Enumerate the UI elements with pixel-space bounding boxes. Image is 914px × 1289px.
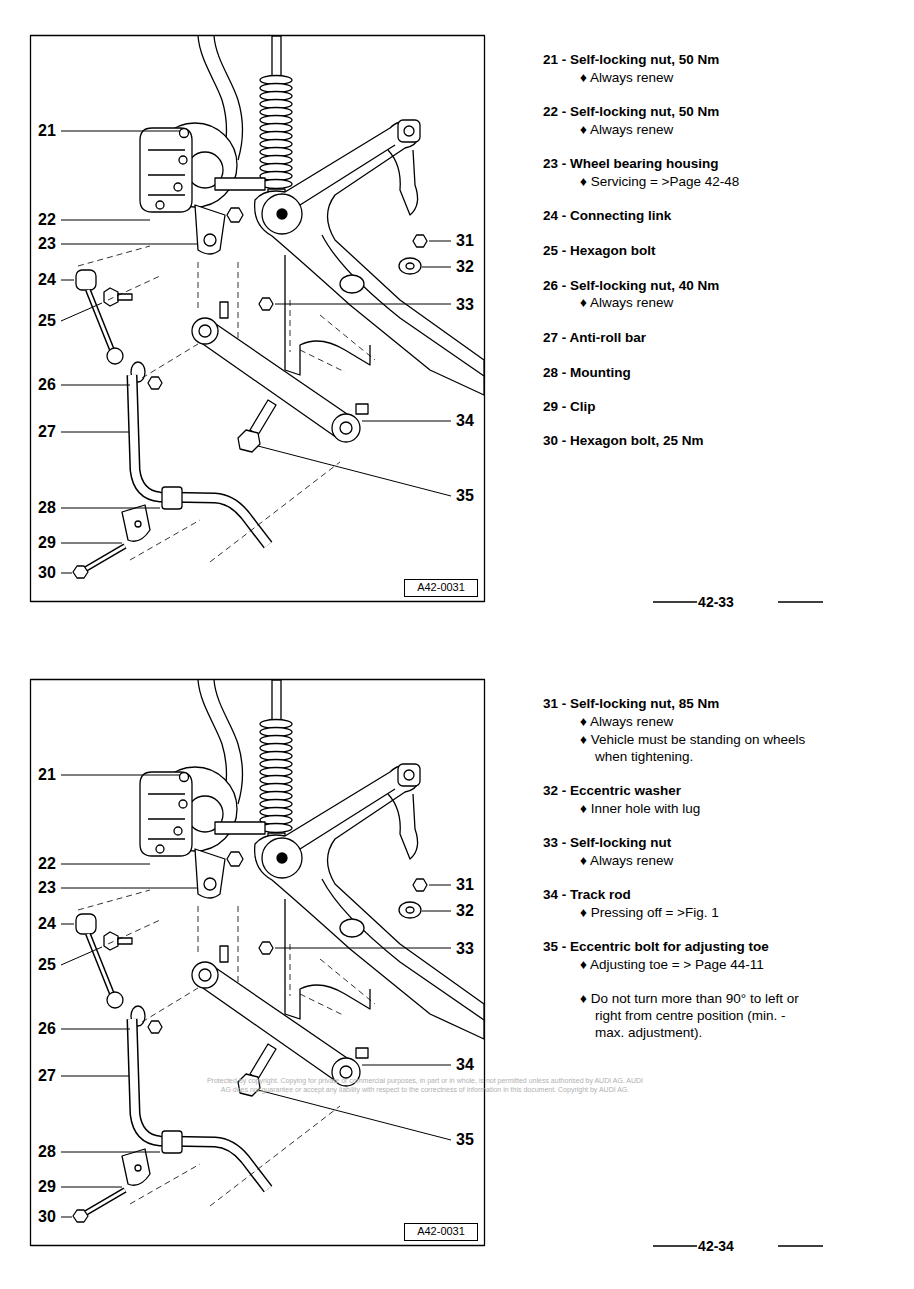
part-heading: 35 - Eccentric bolt for adjusting toe [543,938,769,955]
part-note: ♦ Always renew [580,69,810,86]
callout-number: 32 [456,901,474,921]
callout-number: 22 [38,210,56,230]
callout-number: 21 [38,765,56,785]
part-note: ♦ Pressing off = >Fig. 1 [580,904,810,921]
part-note: ♦ Always renew [580,294,810,311]
part-note: ♦ Vehicle must be standing on wheels whe… [580,731,810,765]
callout-number: 27 [38,1066,56,1086]
callout-number: 25 [38,955,56,975]
part-heading: 25 - Hexagon bolt [543,242,656,259]
part-heading: 30 - Hexagon bolt, 25 Nm [543,432,704,449]
callout-number: 34 [456,411,474,431]
drawing-number-box: A42-0031 [404,1223,478,1241]
part-heading: 23 - Wheel bearing housing [543,155,719,172]
part-note: ♦ Always renew [580,121,810,138]
part-note: ♦ Servicing = >Page 42-48 [580,173,810,190]
callout-number: 33 [456,939,474,959]
callout-number: 26 [38,1019,56,1039]
page-number: 42-34 [698,1237,734,1255]
part-heading: 24 - Connecting link [543,207,671,224]
drawing-number-box: A42-0031 [404,579,478,597]
callout-number: 31 [456,875,474,895]
callout-number: 29 [38,1177,56,1197]
callout-number: 29 [38,533,56,553]
callout-number: 23 [38,878,56,898]
drawing-number: A42-0031 [405,1224,477,1239]
part-note: ♦ Adjusting toe = > Page 44-11 [580,956,810,973]
callout-number: 24 [38,914,56,934]
callout-number: 21 [38,121,56,141]
callout-number: 31 [456,231,474,251]
callout-number: 28 [38,498,56,518]
part-heading: 34 - Track rod [543,886,631,903]
part-note: ♦ Inner hole with lug [580,800,810,817]
callout-number: 26 [38,375,56,395]
part-heading: 22 - Self-locking nut, 50 Nm [543,103,719,120]
part-heading: 27 - Anti-roll bar [543,329,646,346]
callout-number: 33 [456,295,474,315]
part-note: ♦ Always renew [580,713,810,730]
part-heading: 32 - Eccentric washer [543,782,681,799]
callout-number: 27 [38,422,56,442]
callout-number: 35 [456,486,474,506]
part-heading: 21 - Self-locking nut, 50 Nm [543,51,719,68]
part-heading: 26 - Self-locking nut, 40 Nm [543,277,719,294]
part-heading: 29 - Clip [543,398,596,415]
callout-number: 35 [456,1130,474,1150]
callout-number: 30 [38,563,56,583]
callout-number: 28 [38,1142,56,1162]
callout-number: 24 [38,270,56,290]
page-number: 42-33 [698,593,734,611]
part-heading: 31 - Self-locking nut, 85 Nm [543,695,719,712]
callout-number: 34 [456,1055,474,1075]
part-heading: 33 - Self-locking nut [543,834,671,851]
part-note: ♦ Do not turn more than 90° to left or r… [580,990,810,1041]
callout-number: 32 [456,257,474,277]
callout-number: 30 [38,1207,56,1227]
part-note: ♦ Always renew [580,852,810,869]
drawing-number: A42-0031 [405,580,477,595]
copyright-notice: Protected by copyright. Copying for priv… [205,1076,645,1094]
callout-number: 22 [38,854,56,874]
callout-number: 25 [38,311,56,331]
callout-number: 23 [38,234,56,254]
part-heading: 28 - Mounting [543,364,631,381]
